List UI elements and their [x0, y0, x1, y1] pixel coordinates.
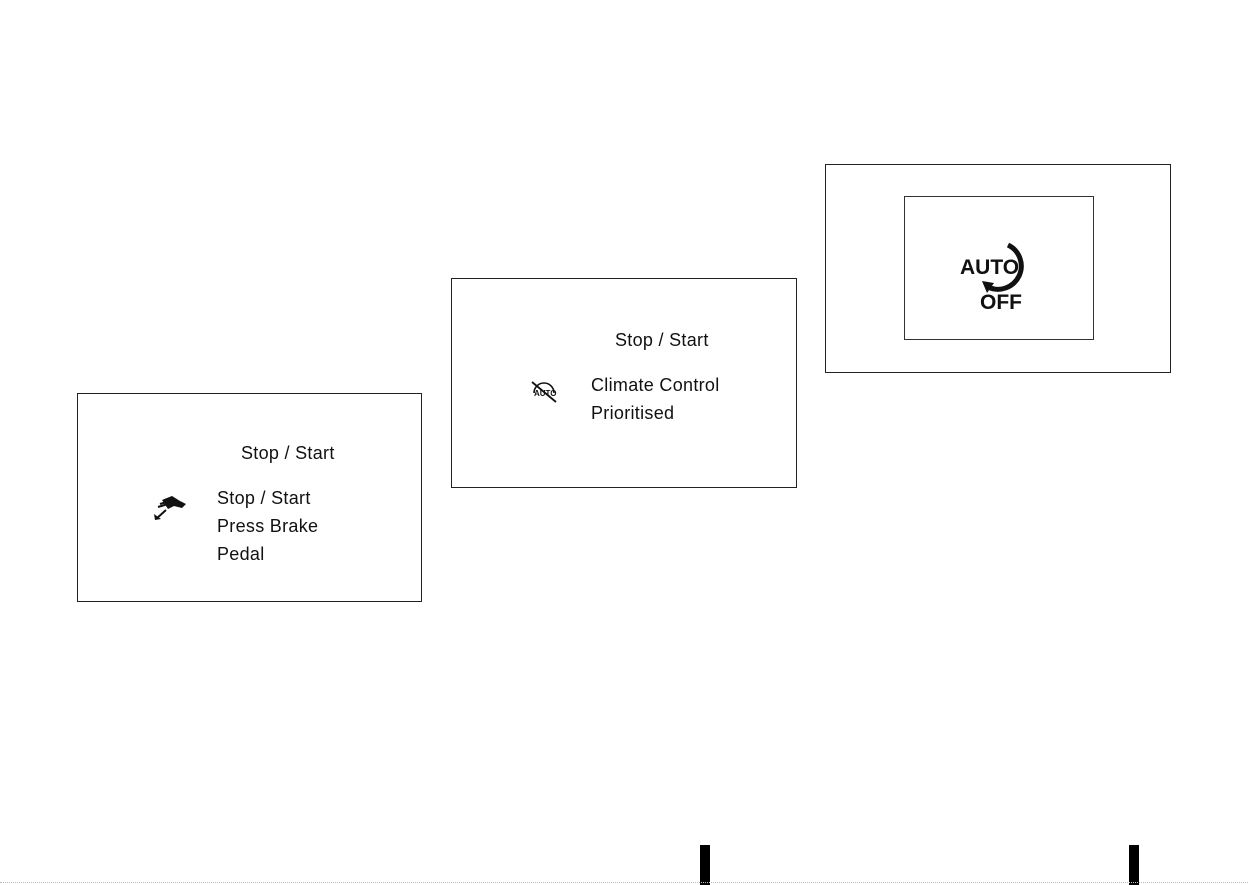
message-line-3: Pedal — [217, 544, 265, 565]
brake-pedal-icon — [152, 492, 188, 522]
display-header: Stop / Start — [241, 443, 335, 464]
off-label: OFF — [980, 291, 1022, 314]
stop-start-brake-display: Stop / Start Stop / Start Press Brake Pe… — [77, 393, 422, 602]
stop-start-climate-display: Stop / Start AUTO Climate Control Priori… — [451, 278, 797, 488]
auto-label: AUTO — [960, 256, 1019, 279]
message-line-2: Press Brake — [217, 516, 318, 537]
auto-off-indicator-display: AUTO OFF — [825, 164, 1171, 373]
message-line-1: Climate Control — [591, 375, 720, 396]
message-line-2: Prioritised — [591, 403, 674, 424]
auto-climate-off-icon: AUTO — [526, 378, 562, 404]
page-edge-marker — [700, 845, 710, 885]
page-bottom-rule — [0, 882, 1248, 883]
indicator-frame: AUTO OFF — [904, 196, 1094, 340]
display-header: Stop / Start — [615, 330, 709, 351]
page-edge-marker — [1129, 845, 1139, 885]
auto-off-icon: AUTO OFF — [958, 233, 1042, 317]
message-line-1: Stop / Start — [217, 488, 311, 509]
